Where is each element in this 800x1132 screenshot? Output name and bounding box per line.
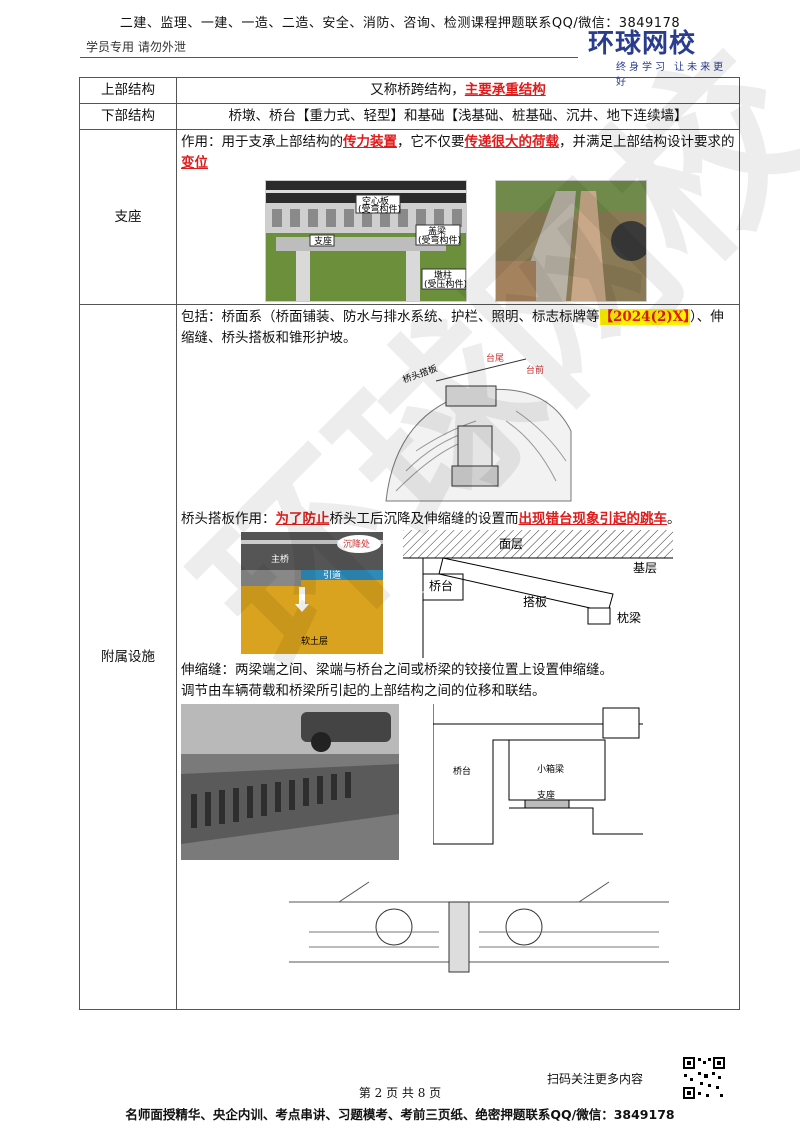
site-photo-svg <box>496 181 646 301</box>
text: 桥头工后沉降及伸缩缝的设置而 <box>329 511 519 527</box>
row-content: 包括：桥面系（桥面铺装、防水与排水系统、护栏、照明、标志标牌等【2024(2)X… <box>176 304 740 1010</box>
highlight-text: 传力装置 <box>343 134 397 150</box>
highlight-text: 变位 <box>181 155 208 171</box>
row-label: 附属设施 <box>79 304 177 1010</box>
text: 作用：用于支承上部结构的 <box>181 134 343 150</box>
row-label: 上部结构 <box>79 77 177 104</box>
expansion-joint-text: 伸缩缝：两梁端之间、梁端与桥台之间或桥梁的铰接位置上设置伸缩缝。 调节由车辆荷载… <box>181 660 735 702</box>
text: ，它不仅要 <box>397 134 465 150</box>
bridge-bearing-diagram: 空心板 (受弯构件) 支座 盖梁 (受弯构件) 墩柱 (受压构件) <box>265 180 467 302</box>
label-cap-beam-sub: (受弯构件) <box>418 234 461 246</box>
label-abutment: 桥台 <box>429 578 453 593</box>
row-content: 作用：用于支承上部结构的传力装置，它不仅要传递很大的荷载，并满足上部结构设计要求… <box>176 129 740 305</box>
label-hollow-slab-sub: (受弯构件) <box>358 203 401 215</box>
scan-follow-text: 扫码关注更多内容 <box>547 1072 644 1086</box>
label-hollow-slab: 空心板 <box>362 195 389 207</box>
label-sleeper: 枕梁 <box>617 610 641 625</box>
page-number: 第 2 页 共 8 页 <box>358 1086 442 1100</box>
label-joint-abutment: 桥台 <box>453 765 471 777</box>
expansion-joint-rebar-detail <box>181 864 735 998</box>
expansion-joint-photo <box>181 704 399 860</box>
exam-tag: 【2024(2)X】 <box>599 309 690 325</box>
label-base: 基层 <box>633 561 657 575</box>
label-joint-bearing: 支座 <box>537 789 555 801</box>
qr-code-icon <box>682 1056 726 1100</box>
cone-slope-diagram-wrap: 桥头搭板 台尾 台前 <box>181 349 735 509</box>
row-content: 桥墩、桥台【重力式、轻型】和基础【浅基础、桩基础、沉井、地下连续墙】 <box>176 103 740 130</box>
header-top-line: 二建、监理、一建、一造、二造、安全、消防、咨询、检测课程押题联系QQ/微信：38… <box>119 16 681 31</box>
label-main-bridge: 主桥 <box>271 553 289 565</box>
label-surface: 面层 <box>499 537 523 551</box>
highlight-text: 为了防止 <box>275 511 330 527</box>
label-approach: 引道 <box>323 569 341 581</box>
content-table: 上部结构 又称桥跨结构，主要承重结构 下部结构 桥墩、桥台【重力式、轻型】和基础… <box>79 77 740 1010</box>
rebar-detail-drawing <box>289 881 669 973</box>
cone-slope-diagram: 桥头搭板 台尾 台前 <box>385 352 572 502</box>
bearing-site-photo <box>495 180 647 302</box>
row-label: 支座 <box>79 129 177 305</box>
highlight-text: 主要承重结构 <box>464 82 546 98</box>
row-label: 下部结构 <box>79 103 177 130</box>
bridge-diagram-svg: 空心板 (受弯构件) 支座 盖梁 (受弯构件) 墩柱 (受压构件) <box>266 181 466 301</box>
text: ，并满足上部结构设计要求的 <box>559 134 735 150</box>
label-cap-beam: 盖梁 <box>428 225 446 237</box>
text: ）、伸缩缝、桥头搭板和锥形护坡。 <box>181 309 724 346</box>
label-settlement: 沉降处 <box>343 538 370 550</box>
header-sub-line: 学员专用 请勿外泄 <box>86 40 186 54</box>
label-small-beam: 小箱梁 <box>537 763 564 775</box>
label-tail: 台尾 <box>486 352 504 364</box>
approach-slab-images: 沉降处 主桥 引道 软土层 <box>181 530 735 660</box>
label-bearing: 支座 <box>314 235 332 247</box>
header-divider <box>80 57 578 58</box>
row-upper-structure: 上部结构 又称桥跨结构，主要承重结构 <box>79 77 740 104</box>
label-slab: 搭板 <box>523 595 547 609</box>
approach-slab-photo: 沉降处 主桥 引道 软土层 <box>241 532 383 654</box>
bearing-text: 作用：用于支承上部结构的传力装置，它不仅要传递很大的荷载，并满足上部结构设计要求… <box>181 132 735 174</box>
bearing-images: 空心板 (受弯构件) 支座 盖梁 (受弯构件) 墩柱 (受压构件) <box>181 178 735 302</box>
row-accessory: 附属设施 包括：桥面系（桥面铺装、防水与排水系统、护栏、照明、标志标牌等【202… <box>79 304 740 1010</box>
row-content: 又称桥跨结构，主要承重结构 <box>176 77 740 104</box>
text: 又称桥跨结构， <box>370 82 465 98</box>
highlight-text: 出现错台现象引起的跳车 <box>518 511 668 527</box>
text: 包括：桥面系（桥面铺装、防水与排水系统、护栏、照明、标志标牌等 <box>181 309 600 325</box>
text: 。 <box>667 511 681 527</box>
expansion-joint-section-diagram: 桥台 小箱梁 支座 <box>433 704 643 845</box>
label-approach-slab: 桥头搭板 <box>401 362 439 386</box>
text: 桥头搭板作用： <box>181 511 276 527</box>
text: 调节由车辆荷载和桥梁所引起的上部结构之间的位移和联结。 <box>181 683 546 699</box>
text: 伸缩缝：两梁端之间、梁端与桥台之间或桥梁的铰接位置上设置伸缩缝。 <box>181 662 613 678</box>
label-pier-sub: (受压构件) <box>424 278 466 290</box>
footer-bottom-line: 名师面授精华、央企内训、考点串讲、习题模考、考前三页纸、绝密押题联系QQ/微信：… <box>125 1107 675 1122</box>
label-front: 台前 <box>526 364 544 376</box>
expansion-joint-images: 桥台 小箱梁 支座 <box>181 702 735 864</box>
highlight-text: 传递很大的荷载 <box>464 134 560 150</box>
accessory-include-text: 包括：桥面系（桥面铺装、防水与排水系统、护栏、照明、标志标牌等【2024(2)X… <box>181 307 735 349</box>
label-soft-soil: 软土层 <box>301 635 328 647</box>
row-lower-structure: 下部结构 桥墩、桥台【重力式、轻型】和基础【浅基础、桩基础、沉井、地下连续墙】 <box>79 103 740 130</box>
row-bearing: 支座 作用：用于支承上部结构的传力装置，它不仅要传递很大的荷载，并满足上部结构设… <box>79 129 740 305</box>
brand-logo: 环球网校 终身学习 让未来更好 <box>588 29 728 88</box>
approach-slab-text: 桥头搭板作用：为了防止桥头工后沉降及伸缩缝的设置而出现错台现象引起的跳车。 <box>181 509 735 530</box>
label-pier: 墩柱 <box>434 269 452 281</box>
approach-slab-section-diagram: 面层 基层 桥台 搭板 枕梁 <box>403 530 673 658</box>
logo-name: 环球网校 <box>588 29 697 59</box>
